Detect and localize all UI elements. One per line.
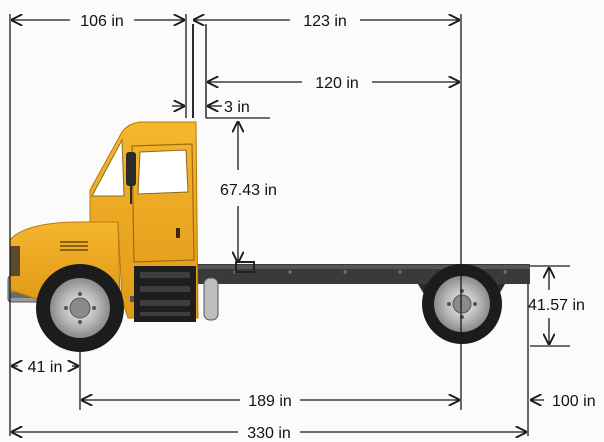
door-window [137,149,189,195]
rear-wheel [422,264,502,344]
air-tank [203,277,219,321]
label-cab-clearance: 3 in [224,99,250,116]
label-wheelbase: 189 in [248,393,292,410]
label-cab-front-to-back: 106 in [80,13,124,30]
label-front-overhang: 41 in [28,359,63,376]
label-frame-height: 41.57 in [528,297,585,314]
label-cab-height: 67.43 in [220,182,277,199]
hood-vent [60,241,88,251]
door-handle [176,228,180,238]
fuel-tank [134,266,196,322]
side-mirror [126,152,136,186]
label-overall-length: 330 in [247,425,291,442]
dimension-lines [9,14,570,436]
frame-bracket [235,261,255,273]
label-rear-overhang: 100 in [552,393,596,410]
label-exhaust-to-axle: 120 in [315,75,359,92]
dimension-labels: 106 in 123 in 120 in 3 in 67.43 in 41.57… [28,13,596,442]
truck-chassis-illustration [7,24,530,352]
front-wheel [36,264,124,352]
windshield [91,138,125,197]
door-outline [131,143,195,263]
label-back-of-cab-to-axle: 123 in [303,13,347,30]
frame-rail-highlight [195,265,530,269]
grille [10,246,20,276]
